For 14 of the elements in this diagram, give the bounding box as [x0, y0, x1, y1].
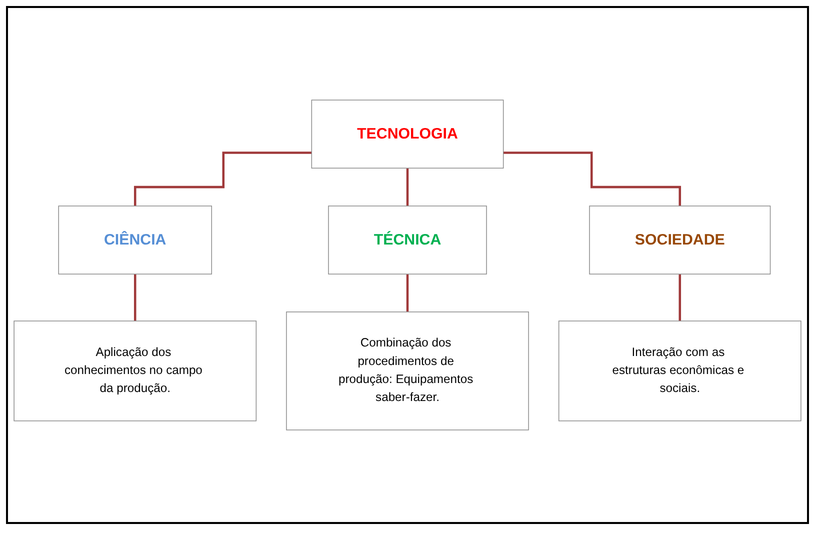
node-box	[286, 312, 529, 430]
frame-border: TECNOLOGIA CIÊNCIA TÉCNICA SOCIEDADE Aplicação dos conhecimentos no campo da produção. Combinação dos procedimentos de produção: Equipamentos saber-fazer. Interação com as estruturas econômicas e sociais.	[6, 6, 809, 524]
node-box	[311, 100, 504, 169]
connector	[406, 272, 409, 314]
connector	[678, 272, 682, 322]
connector	[503, 152, 682, 208]
node-box	[328, 206, 487, 274]
connector	[134, 152, 312, 208]
connector	[134, 272, 136, 322]
connector	[406, 167, 409, 208]
node-box	[14, 320, 257, 422]
node-box	[589, 206, 771, 274]
node-box	[58, 206, 212, 274]
node-box	[558, 320, 802, 422]
